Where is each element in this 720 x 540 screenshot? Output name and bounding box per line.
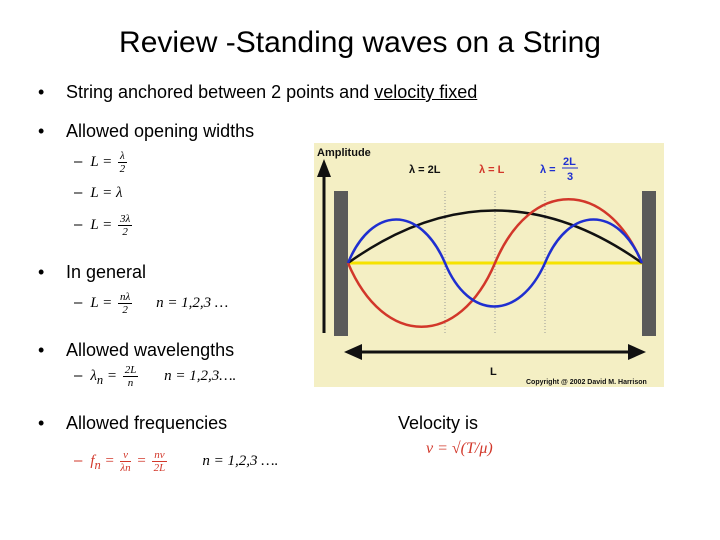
- left-post: [334, 191, 348, 336]
- bullet-dot: •: [38, 340, 45, 360]
- slide-title: Review -Standing waves on a String: [119, 26, 601, 59]
- eq-subscript: n: [94, 457, 101, 472]
- frac-den: 2: [122, 304, 128, 316]
- frac-num: nλ: [118, 291, 133, 304]
- bullet-text: Allowed opening widths: [66, 121, 255, 141]
- wave-third-harmonic: [346, 218, 644, 308]
- wave-fundamental: [347, 209, 643, 265]
- bullet-dot: •: [38, 262, 45, 282]
- velocity-label: Velocity is: [398, 413, 479, 433]
- length-arrowhead-left: [344, 344, 362, 360]
- eq-equals: =: [100, 452, 115, 469]
- bullet-text: String anchored between 2 points and: [66, 82, 375, 102]
- eq-equals: =: [103, 367, 117, 384]
- bullet-text: In general: [66, 262, 147, 282]
- eq-text: L = λ: [90, 185, 123, 201]
- amplitude-label: Amplitude: [317, 147, 371, 159]
- n-values: n = 1,2,3….: [164, 367, 237, 384]
- eq-lhs: L =: [90, 216, 113, 233]
- lambda-label-L: λ = L: [479, 164, 505, 176]
- frac-num: 2L: [122, 364, 139, 377]
- frac-num: λ: [118, 150, 127, 163]
- frac-den: 2L: [153, 462, 166, 474]
- sub-width-full: –L = λ: [74, 184, 123, 201]
- velocity-formula: v = √(T/μ): [426, 440, 493, 457]
- eq-lhs: λ: [90, 367, 97, 384]
- length-label: L: [490, 366, 497, 378]
- bullet-text: Allowed frequencies: [66, 413, 228, 433]
- eq-equals: =: [136, 452, 147, 469]
- frac-num: nv: [152, 449, 167, 462]
- lambda-label-2L-3: λ =: [540, 164, 556, 176]
- n-values: n = 1,2,3 …: [156, 294, 229, 311]
- wave-second-harmonic: [346, 198, 644, 328]
- frac-den: 2: [119, 163, 126, 175]
- n-values: n = 1,2,3 ….: [202, 452, 279, 469]
- frac-num: 3λ: [118, 213, 133, 226]
- standing-wave-figure: Amplitude λ = 2L λ = L λ = 2L 3 L Copyri…: [314, 143, 664, 387]
- copyright-text: Copyright @ 2002 David M. Harrison: [526, 379, 647, 386]
- bullet-text-underlined: velocity fixed: [374, 82, 478, 102]
- lambda3-numerator: 2L: [563, 156, 576, 168]
- length-arrowhead-right: [628, 344, 646, 360]
- bullet-dot: •: [38, 413, 45, 433]
- frac-den: λn: [120, 462, 131, 474]
- bullet-dot: •: [38, 121, 45, 141]
- eq-lhs: L =: [90, 294, 113, 311]
- frac-den: n: [127, 377, 134, 389]
- eq-lhs: f: [90, 452, 95, 469]
- bullet-dot: •: [38, 82, 45, 102]
- eq-lhs: L =: [90, 153, 113, 170]
- frac-num: v: [120, 449, 131, 462]
- eq-subscript: n: [96, 372, 104, 387]
- lambda-label-2L: λ = 2L: [409, 164, 441, 176]
- frac-den: 2: [122, 226, 128, 238]
- lambda3-denominator: 3: [567, 171, 573, 183]
- bullet-text: Allowed wavelengths: [66, 340, 235, 360]
- figure-background: [314, 143, 664, 387]
- amplitude-arrowhead: [317, 159, 331, 177]
- right-post: [642, 191, 656, 336]
